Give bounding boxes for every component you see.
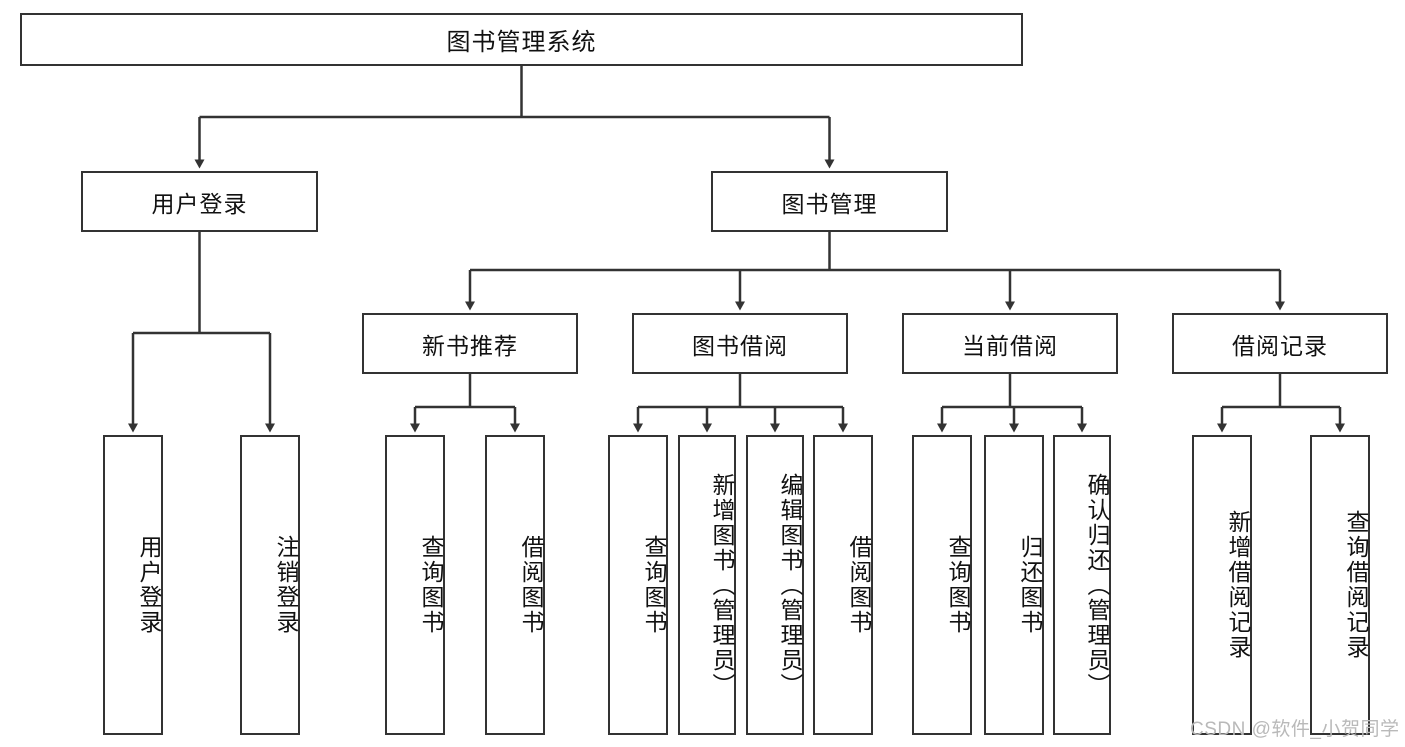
node-label: 归还图书 [1017, 535, 1043, 635]
node-leaf-borrow-book-2[interactable]: 借阅图书 [813, 435, 873, 735]
node-label: 当前借阅 [962, 332, 1058, 359]
node-leaf-borrow-book-1[interactable]: 借阅图书 [485, 435, 545, 735]
node-label: 新增图书（管理员） [709, 472, 735, 698]
node-leaf-user-login[interactable]: 用户登录 [103, 435, 163, 735]
node-label: 借阅图书 [518, 535, 544, 635]
node-book-borrow[interactable]: 图书借阅 [632, 313, 848, 374]
node-label: 图书管理 [781, 190, 878, 217]
node-label: 新增借阅记录 [1225, 510, 1251, 660]
node-root[interactable]: 图书管理系统 [20, 13, 1023, 66]
node-label: 新书推荐 [422, 332, 518, 359]
node-leaf-confirm-return[interactable]: 确认归还（管理员） [1053, 435, 1111, 735]
node-label: 注销登录 [273, 535, 299, 635]
node-label: 借阅记录 [1232, 332, 1328, 359]
node-leaf-add-record[interactable]: 新增借阅记录 [1192, 435, 1252, 735]
node-leaf-query-book-2[interactable]: 查询图书 [608, 435, 668, 735]
node-leaf-return-book[interactable]: 归还图书 [984, 435, 1044, 735]
node-label: 查询图书 [418, 535, 444, 635]
node-label: 查询借阅记录 [1343, 510, 1369, 660]
node-label: 查询图书 [945, 535, 971, 635]
node-leaf-query-book-3[interactable]: 查询图书 [912, 435, 972, 735]
node-label: 图书借阅 [692, 332, 788, 359]
node-leaf-user-logout[interactable]: 注销登录 [240, 435, 300, 735]
csdn-watermark: CSDN @软件_小贺同学 [1190, 719, 1400, 740]
node-user-login[interactable]: 用户登录 [81, 171, 318, 232]
node-label: 用户登录 [136, 535, 162, 635]
node-label: 编辑图书（管理员） [777, 472, 803, 698]
node-leaf-edit-book[interactable]: 编辑图书（管理员） [746, 435, 804, 735]
node-label: 查询图书 [641, 535, 667, 635]
node-current-borrow[interactable]: 当前借阅 [902, 313, 1118, 374]
node-label: 图书管理系统 [446, 29, 597, 56]
node-leaf-query-record[interactable]: 查询借阅记录 [1310, 435, 1370, 735]
node-new-book-recommend[interactable]: 新书推荐 [362, 313, 578, 374]
node-leaf-query-book-1[interactable]: 查询图书 [385, 435, 445, 735]
node-leaf-add-book[interactable]: 新增图书（管理员） [678, 435, 736, 735]
node-borrow-record[interactable]: 借阅记录 [1172, 313, 1388, 374]
node-label: 借阅图书 [846, 535, 872, 635]
node-label: 用户登录 [151, 190, 248, 217]
node-label: 确认归还（管理员） [1084, 472, 1110, 698]
node-book-manage[interactable]: 图书管理 [711, 171, 948, 232]
